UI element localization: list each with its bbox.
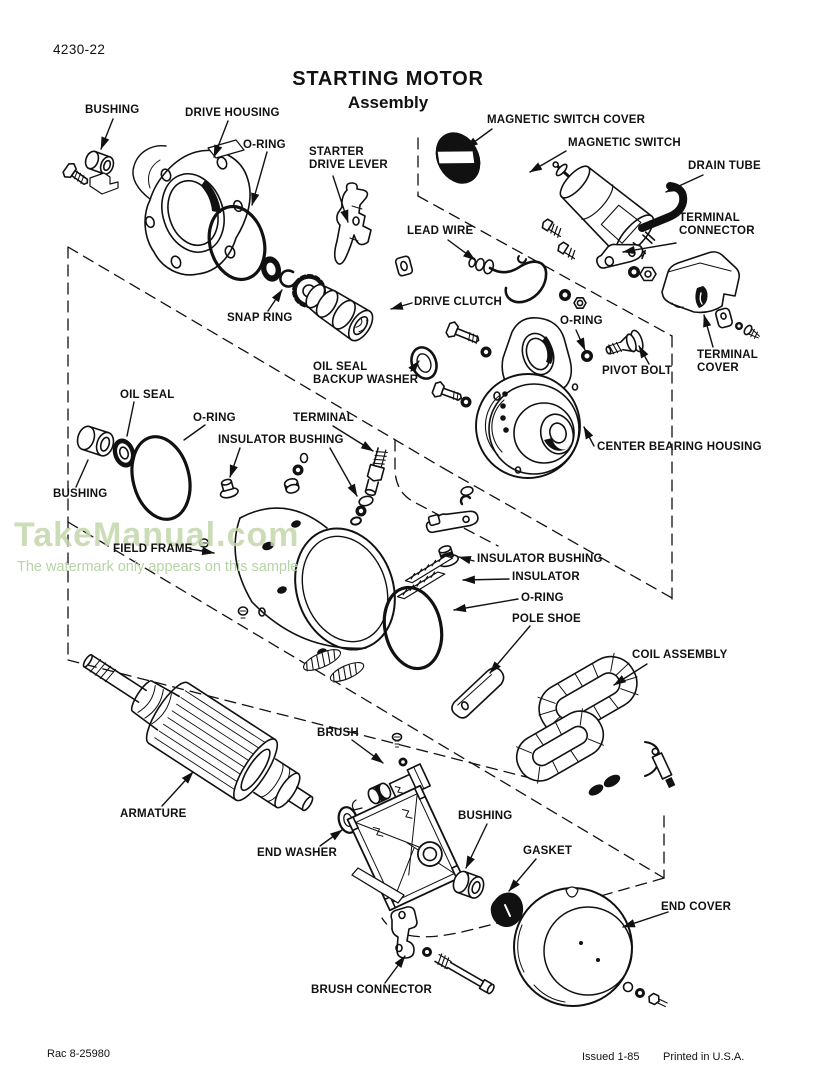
label-end-washer: END WASHER [257, 847, 337, 859]
center-bearing-housing-part [475, 316, 581, 479]
square-nut-part [394, 255, 414, 277]
terminal-nuts [628, 266, 657, 282]
starter-drive-lever-part [333, 182, 372, 265]
doc-code: 4230-22 [53, 42, 106, 57]
label-center-bearing-housing: CENTER BEARING HOUSING [597, 441, 762, 453]
bushing-top-part [84, 150, 115, 175]
label-drive-clutch: DRIVE CLUTCH [414, 296, 503, 308]
label-o-ring-top: O-RING [243, 139, 286, 151]
label-bushing-bottom: BUSHING [458, 810, 513, 822]
drain-tube-part [638, 182, 688, 232]
label-field-frame: FIELD FRAME [113, 543, 193, 555]
pole-shoe-part [451, 667, 505, 719]
label-magnetic-switch: MAGNETIC SWITCH [568, 137, 681, 149]
terminal-bracket-part [425, 486, 479, 534]
gasket-part [490, 892, 524, 928]
o-ring-lower-part [382, 585, 444, 671]
label-insulator: INSULATOR [512, 571, 580, 583]
label-oil-seal: OIL SEAL [120, 389, 175, 401]
oil-seal-small-part [260, 256, 282, 282]
label-lead-wire: LEAD WIRE [407, 225, 474, 237]
footer-ref: Rac 8-25980 [47, 1048, 110, 1060]
label-starter-drive-lever: STARTER DRIVE LEVER [309, 146, 388, 171]
brush-holder-frame-part [346, 784, 464, 912]
label-oil-seal-backup-washer: OIL SEAL BACKUP WASHER [313, 361, 419, 386]
page-title: STARTING MOTOR [292, 68, 484, 90]
label-terminal-cover: TERMINAL COVER [697, 349, 759, 374]
insulator-ring-stack [283, 452, 309, 494]
label-o-ring-lower: O-RING [521, 592, 564, 604]
watermark-note: The watermark only appears on this sampl… [17, 559, 299, 575]
label-bushing-left: BUSHING [53, 488, 108, 500]
coil-assembly-part [515, 652, 676, 796]
bolt-top-left [62, 162, 89, 186]
label-pole-shoe: POLE SHOE [512, 613, 581, 625]
label-drive-housing: DRIVE HOUSING [185, 107, 280, 119]
label-o-ring-left: O-RING [193, 412, 236, 424]
through-bolt [434, 953, 495, 995]
field-frame-part [198, 507, 396, 656]
label-end-cover: END COVER [661, 901, 732, 913]
lead-wire-part [468, 255, 587, 309]
o-ring-top-part [207, 204, 267, 282]
snap-ring-part [279, 269, 297, 288]
label-drain-tube: DRAIN TUBE [688, 160, 761, 172]
housing-bolts [431, 321, 492, 408]
label-snap-ring: SNAP RING [227, 312, 293, 324]
bracket-under-bushing [89, 172, 119, 195]
frame-base-bar [351, 867, 405, 904]
oil-seal-left-part [112, 438, 136, 468]
watermark-brand: TakeManual.com [14, 516, 300, 554]
label-brush-connector: BRUSH CONNECTOR [311, 984, 432, 996]
label-pivot-bolt: PIVOT BOLT [602, 365, 673, 377]
label-brush: BRUSH [317, 727, 359, 739]
label-insulator-bushing-left: INSULATOR BUSHING [218, 434, 344, 446]
leader-lines [75, 118, 714, 984]
pivot-bolt-part [605, 329, 644, 355]
insulator-strips [396, 555, 454, 600]
label-magnetic-switch-cover: MAGNETIC SWITCH COVER [487, 114, 646, 126]
o-ring-left-part [130, 435, 192, 521]
bushing-left-part [76, 425, 115, 457]
label-bushing-top: BUSHING [85, 104, 140, 116]
drive-clutch-part [292, 274, 374, 342]
o-ring-small-mid-part [581, 350, 593, 362]
terminal-stud-part [350, 447, 388, 526]
magnetic-switch-part [541, 161, 656, 260]
footer-issued: Issued 1-85 [582, 1051, 640, 1063]
shim-leaves [302, 649, 365, 683]
label-armature: ARMATURE [120, 808, 187, 820]
end-cover-part [513, 886, 668, 1008]
drive-housing-part [132, 139, 251, 276]
connector-nut [422, 947, 432, 957]
bushing-bottom-part [452, 870, 485, 899]
label-terminal: TERMINAL [293, 412, 355, 424]
label-terminal-connector: TERMINAL CONNECTOR [679, 212, 755, 237]
label-insulator-bushing-right: INSULATOR BUSHING [477, 553, 603, 565]
terminal-cover-part [661, 251, 760, 339]
armature-part [82, 654, 314, 812]
brush-connector-part [390, 906, 418, 959]
insulator-bushing-flange-part [219, 478, 239, 499]
page-subtitle: Assembly [347, 93, 429, 112]
label-coil-assembly: COIL ASSEMBLY [632, 649, 728, 661]
label-o-ring-mid: O-RING [560, 315, 603, 327]
magnetic-switch-cover-part [430, 132, 481, 184]
footer-printed: Printed in U.S.A. [663, 1051, 745, 1063]
title-block: STARTING MOTOR Assembly [238, 68, 538, 113]
label-gasket: GASKET [523, 845, 573, 857]
